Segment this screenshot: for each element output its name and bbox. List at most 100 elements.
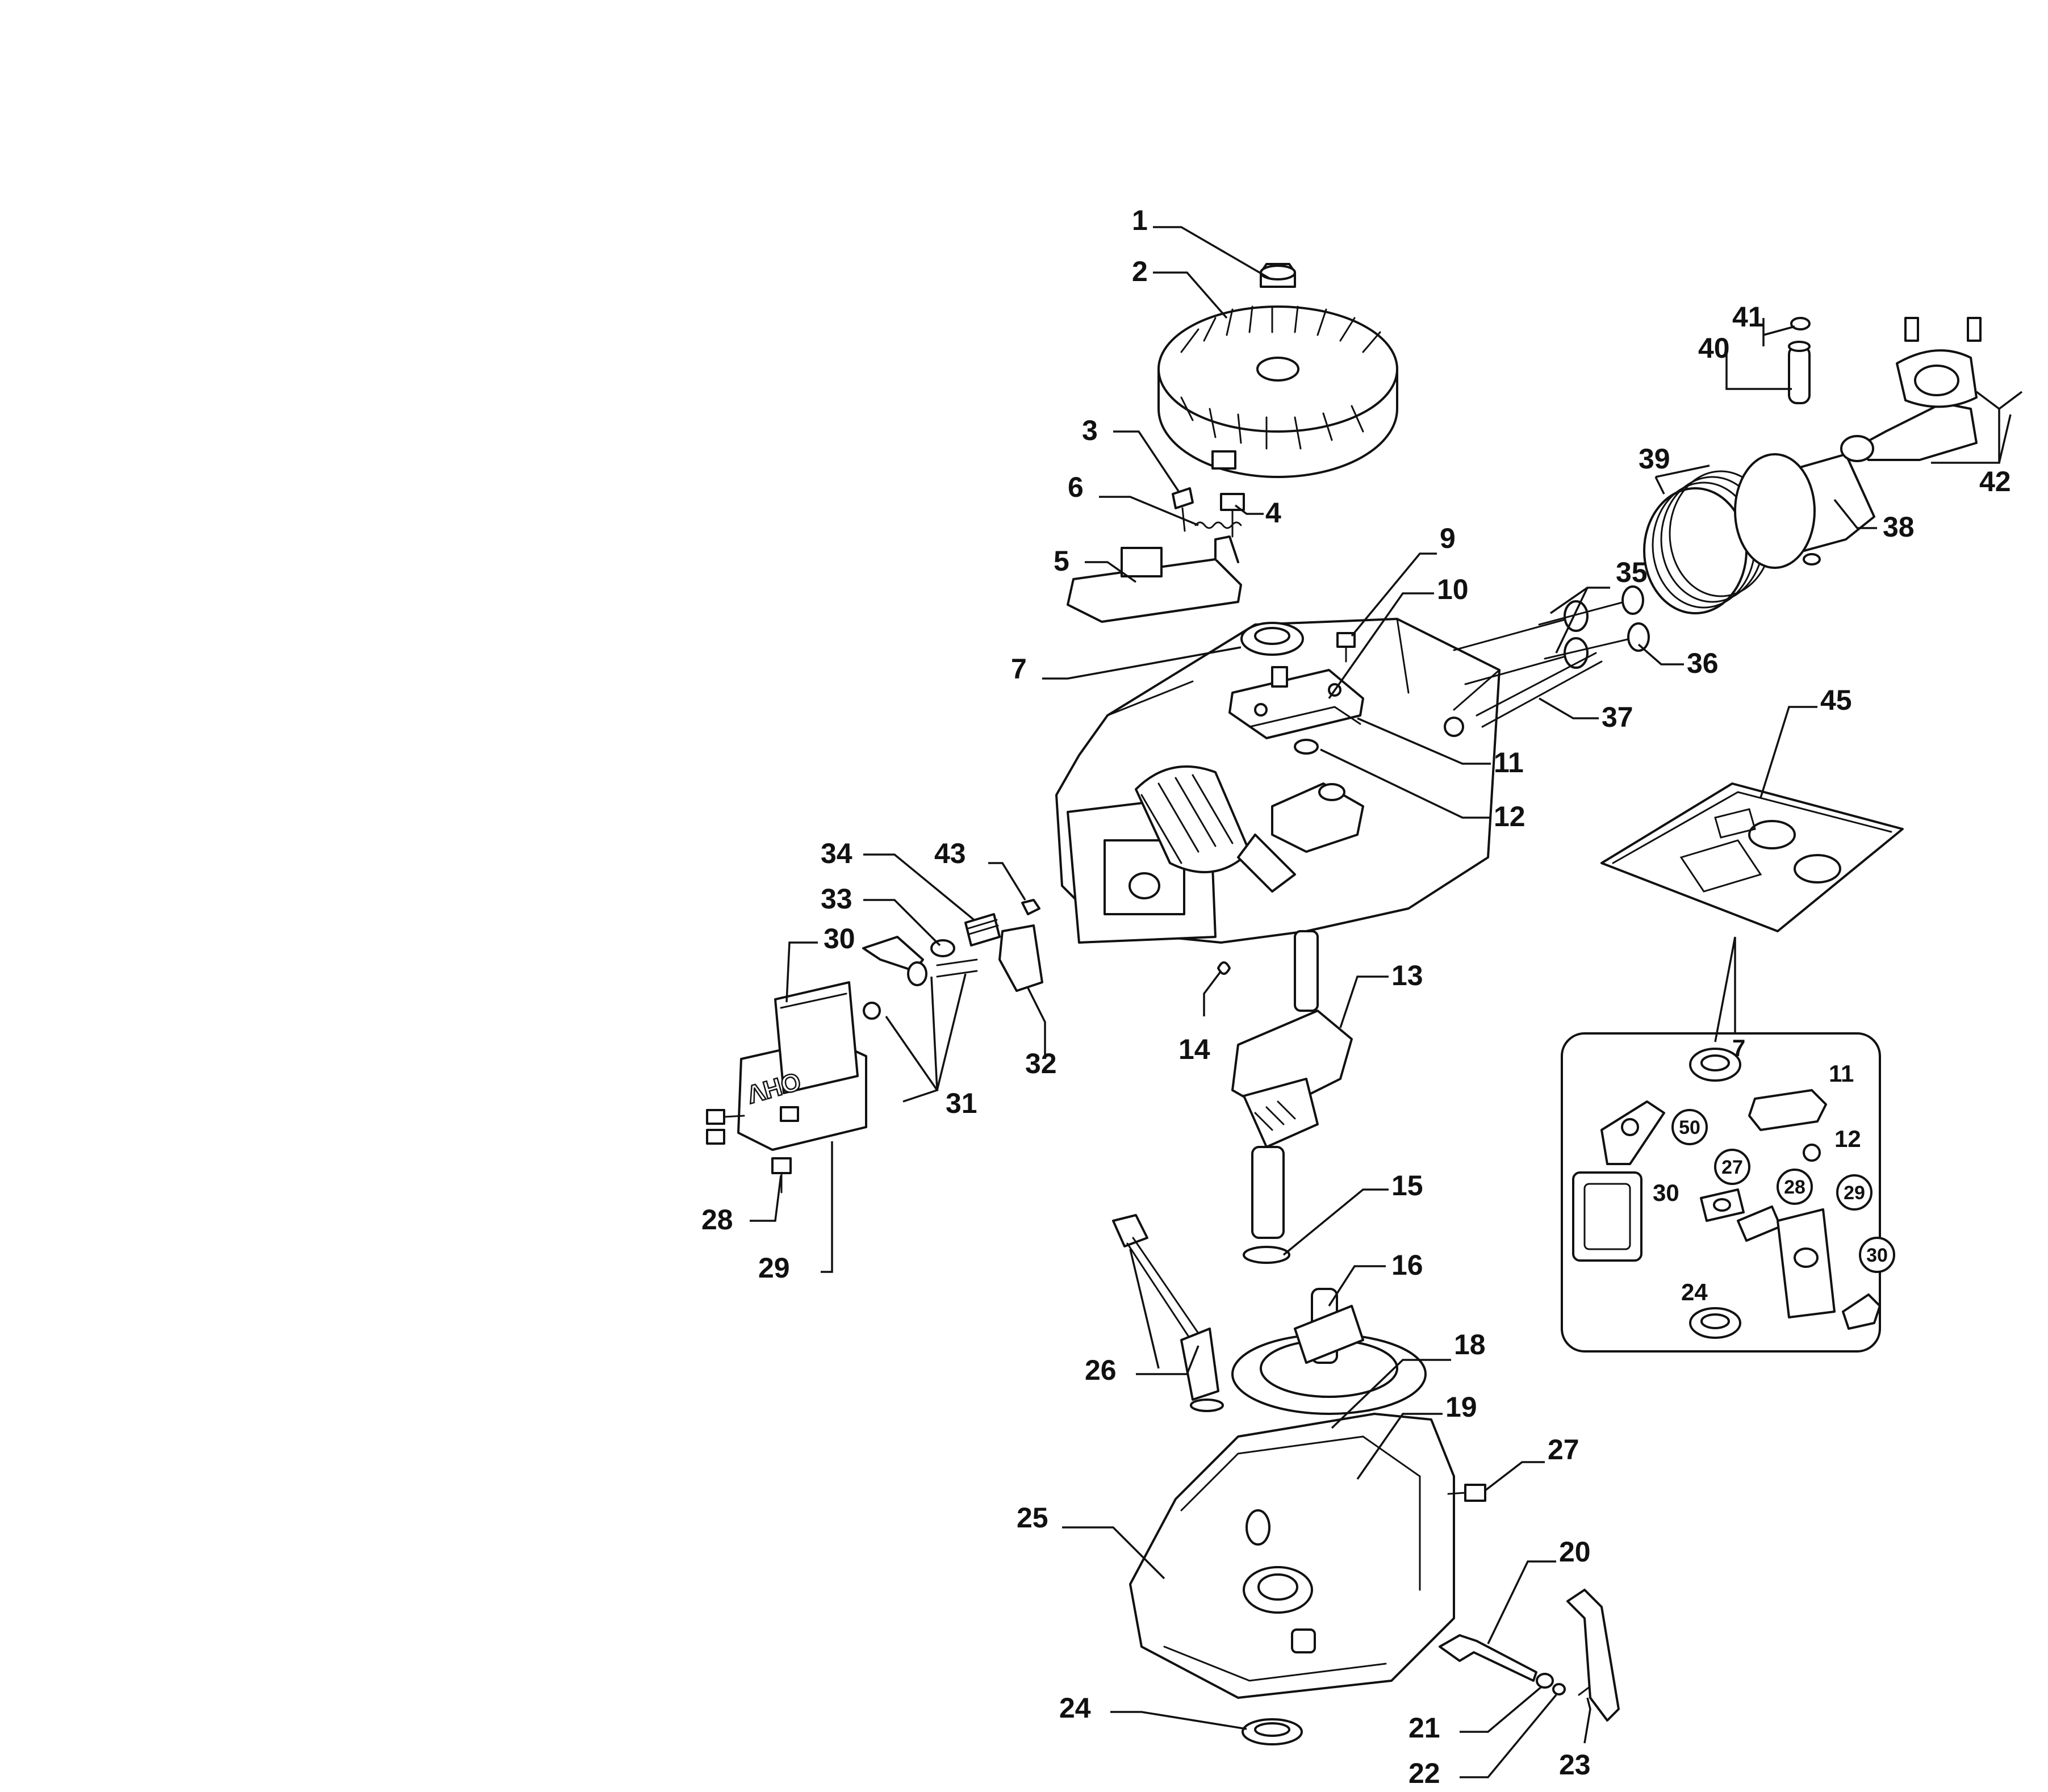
callout-19[interactable]: 19 [1445, 1391, 1477, 1423]
gasket-kit-panel: 50 27 28 29 30 7 11 12 30 24 [1561, 1032, 1895, 1353]
leader-13 [1339, 975, 1389, 1028]
dipstick-26[interactable] [1112, 1214, 1224, 1412]
callout-16[interactable]: 16 [1391, 1249, 1423, 1281]
callout-43[interactable]: 43 [934, 838, 966, 869]
pushrod-37[interactable] [1476, 652, 1603, 728]
leader-26 [1129, 1249, 1199, 1375]
oil-seal-15[interactable] [1243, 1246, 1290, 1264]
rocker-cover-30[interactable]: OHV [737, 981, 867, 1151]
leader-18 [1331, 1359, 1451, 1429]
flywheel-nut[interactable] [1260, 263, 1296, 288]
callout-10[interactable]: 10 [1437, 573, 1469, 605]
leader-36 [1637, 643, 1684, 665]
callout-27[interactable]: 27 [1548, 1434, 1579, 1466]
shaft-20[interactable] [1439, 1634, 1537, 1682]
callout-3[interactable]: 3 [1082, 414, 1098, 446]
callout-25[interactable]: 25 [1017, 1502, 1048, 1534]
screw-3[interactable] [1172, 487, 1194, 532]
callout-37[interactable]: 37 [1602, 701, 1633, 733]
kit-badge-50 [1671, 1109, 1708, 1145]
spring-6[interactable] [1194, 521, 1242, 529]
kit-gasket-11 [1748, 1089, 1827, 1131]
rocker-plate-32[interactable] [998, 924, 1043, 992]
callout-20[interactable]: 20 [1559, 1536, 1591, 1568]
callout-45[interactable]: 45 [1820, 684, 1852, 716]
callout-31[interactable]: 31 [946, 1087, 977, 1119]
callout-26[interactable]: 26 [1085, 1354, 1117, 1386]
flywheel-group[interactable] [1157, 305, 1398, 478]
callout-30[interactable]: 30 [824, 923, 855, 954]
nut-43[interactable] [1021, 899, 1040, 915]
callout-6[interactable]: 6 [1068, 471, 1084, 503]
callout-15[interactable]: 15 [1391, 1170, 1423, 1201]
valve-36[interactable] [1538, 585, 1650, 660]
callout-36[interactable]: 36 [1687, 647, 1719, 679]
kit-label-24: 24 [1681, 1279, 1708, 1305]
callout-35[interactable]: 35 [1616, 556, 1648, 588]
callout-39[interactable]: 39 [1639, 443, 1670, 475]
rocker-arm-31[interactable] [862, 936, 927, 1020]
callout-18[interactable]: 18 [1454, 1329, 1486, 1360]
callout-22[interactable]: 22 [1408, 1757, 1440, 1789]
kit-label-11: 11 [1829, 1060, 1854, 1087]
callout-42[interactable]: 42 [1979, 466, 2011, 497]
callout-5[interactable]: 5 [1054, 545, 1069, 577]
callout-33[interactable]: 33 [821, 883, 852, 915]
piston-pin-40[interactable] [1788, 341, 1811, 404]
cover-screws[interactable] [706, 1106, 799, 1145]
rocker-spring-34[interactable] [964, 913, 1001, 947]
callout-28[interactable]: 28 [701, 1204, 733, 1236]
leader-39 [1654, 464, 1710, 495]
callout-7[interactable]: 7 [1011, 653, 1027, 685]
lever-bracket[interactable] [1566, 1589, 1620, 1722]
kit-badge-28-label: 28 [1784, 1176, 1805, 1198]
callout-9[interactable]: 9 [1440, 522, 1456, 554]
callout-11[interactable]: 11 [1494, 747, 1524, 778]
oil-seal-7[interactable] [1240, 622, 1304, 656]
leader-20 [1487, 1560, 1556, 1644]
callout-1[interactable]: 1 [1132, 204, 1148, 236]
callout-2[interactable]: 2 [1132, 256, 1148, 287]
callout-14[interactable]: 14 [1178, 1033, 1210, 1065]
breather-cover-10[interactable] [1228, 666, 1364, 739]
washer-22[interactable] [1552, 1683, 1566, 1695]
oil-seal-24[interactable] [1242, 1718, 1303, 1745]
crankshaft-13[interactable] [1231, 930, 1353, 1239]
leader-4 [1234, 504, 1264, 515]
callout-24[interactable]: 24 [1059, 1692, 1091, 1724]
cover-screw-28[interactable] [771, 1157, 792, 1194]
kit-badge-28 [1777, 1169, 1813, 1205]
callout-4[interactable]: 4 [1265, 497, 1281, 529]
gasket-12[interactable] [1294, 739, 1319, 755]
callout-23[interactable]: 23 [1559, 1749, 1591, 1781]
callout-13[interactable]: 13 [1391, 960, 1423, 991]
camshaft-16[interactable] [1231, 1288, 1427, 1415]
ignition-bracket[interactable] [1067, 535, 1242, 623]
leader-21 [1460, 1685, 1543, 1733]
rocker-stud-33[interactable] [930, 939, 978, 978]
leader-31 [885, 973, 967, 1103]
callout-32[interactable]: 32 [1025, 1048, 1057, 1079]
conrod-42[interactable] [1840, 317, 1982, 462]
gasket-kit-bag-45[interactable] [1600, 782, 1904, 932]
kit-gasket-27 [1700, 1188, 1745, 1222]
callout-12[interactable]: 12 [1494, 801, 1525, 832]
callout-21[interactable]: 21 [1408, 1712, 1440, 1744]
washer-21[interactable] [1536, 1673, 1554, 1689]
callout-34[interactable]: 34 [821, 838, 852, 869]
callout-29[interactable]: 29 [758, 1252, 790, 1284]
leader-9 [1351, 552, 1437, 637]
leader-11 [1357, 717, 1491, 765]
callout-41[interactable]: 41 [1732, 301, 1764, 333]
gasket-11[interactable] [1248, 706, 1361, 728]
screw-4[interactable] [1220, 493, 1245, 538]
clip-41[interactable] [1790, 317, 1811, 330]
leader-25 [1062, 1526, 1165, 1580]
callout-40[interactable]: 40 [1698, 332, 1730, 364]
crankcase-sump-25[interactable] [1129, 1413, 1455, 1699]
screw-9[interactable] [1336, 632, 1356, 663]
piston-38[interactable] [1734, 453, 1875, 569]
screw-27[interactable] [1447, 1484, 1486, 1502]
piston-rings-39[interactable] [1643, 470, 1773, 614]
callout-38[interactable]: 38 [1883, 511, 1915, 543]
